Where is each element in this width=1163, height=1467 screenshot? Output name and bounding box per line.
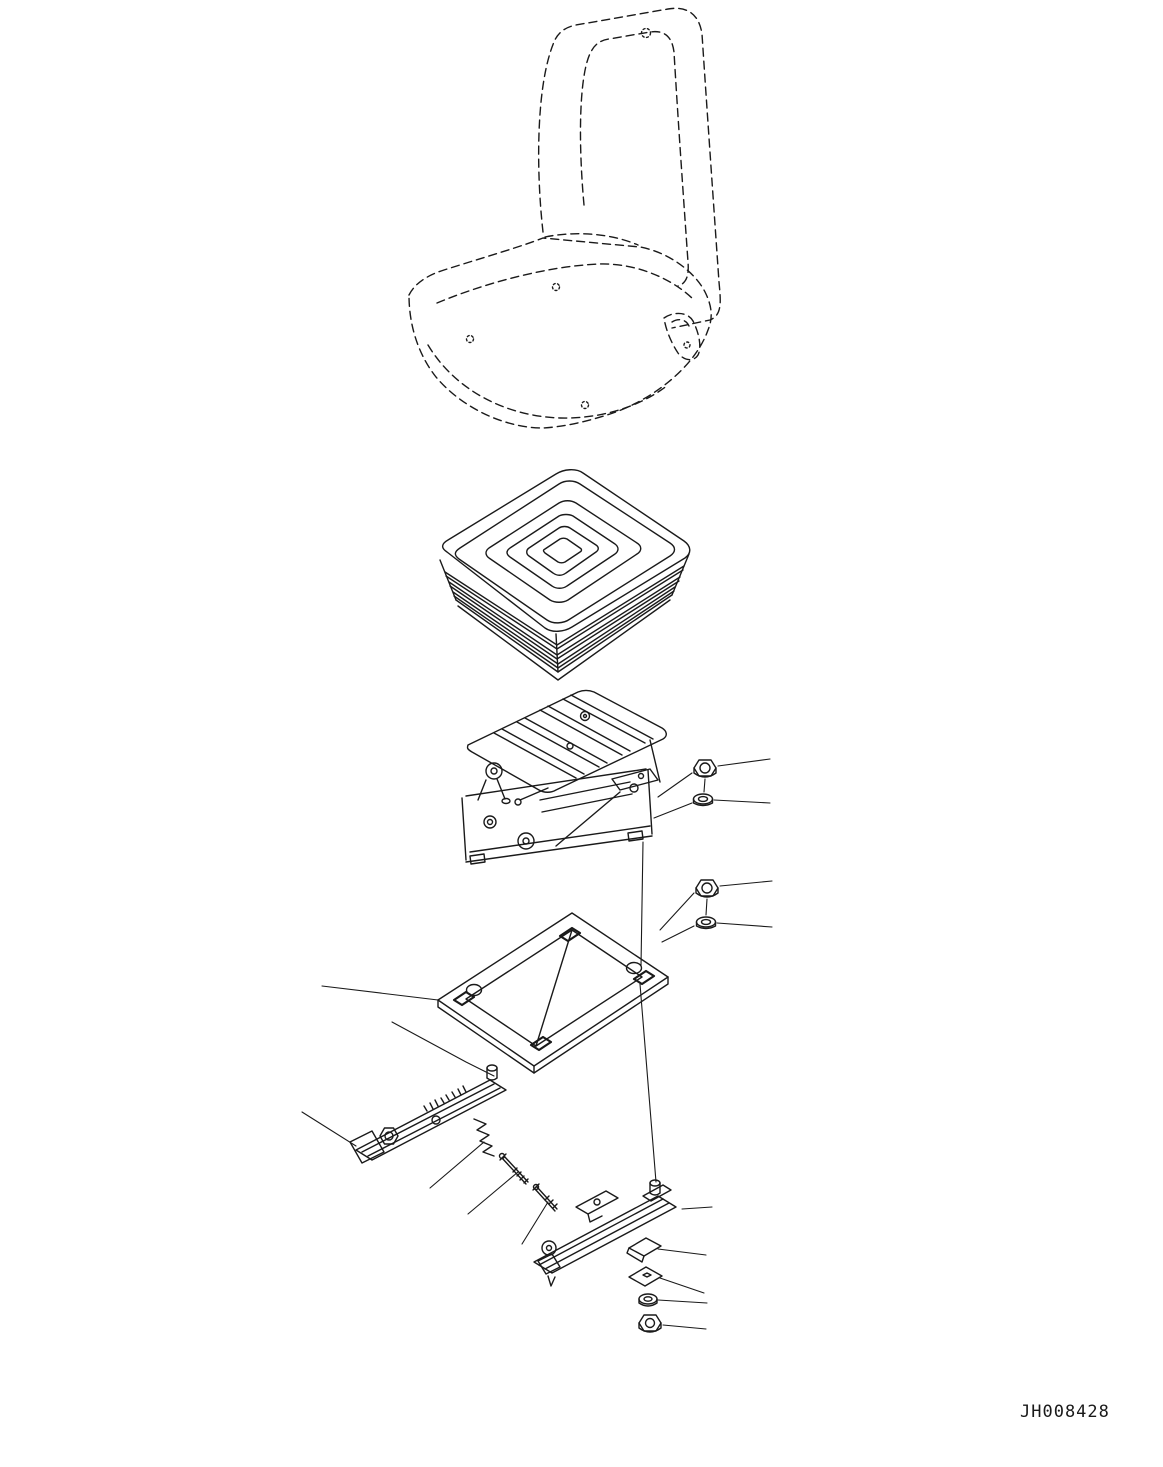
recliner-lever [663,312,701,361]
shim-bent [626,1237,662,1263]
suspension-bellows [439,469,691,681]
washer-mid [695,916,717,930]
seat-backrest [537,7,721,329]
hex-nut-lower [638,1314,662,1333]
shim-flat [628,1266,663,1287]
seat-assembly [408,7,721,429]
washer-lower [638,1293,658,1307]
hex-nut-mid [695,879,719,898]
adjuster-screw-long [498,1152,529,1185]
suspension-mechanism [461,689,667,865]
washer-upper [692,793,714,807]
adjuster-screw-short [532,1183,558,1212]
seat-cushion [408,237,712,429]
slide-rail-right [533,1179,677,1287]
part-code: JH008428 [1020,1402,1110,1422]
leader-lines [301,758,773,1330]
tension-spring [473,1118,495,1157]
mounting-plate [437,912,669,1074]
slide-rail-left [349,1064,507,1164]
hex-nut-upper [693,759,717,778]
